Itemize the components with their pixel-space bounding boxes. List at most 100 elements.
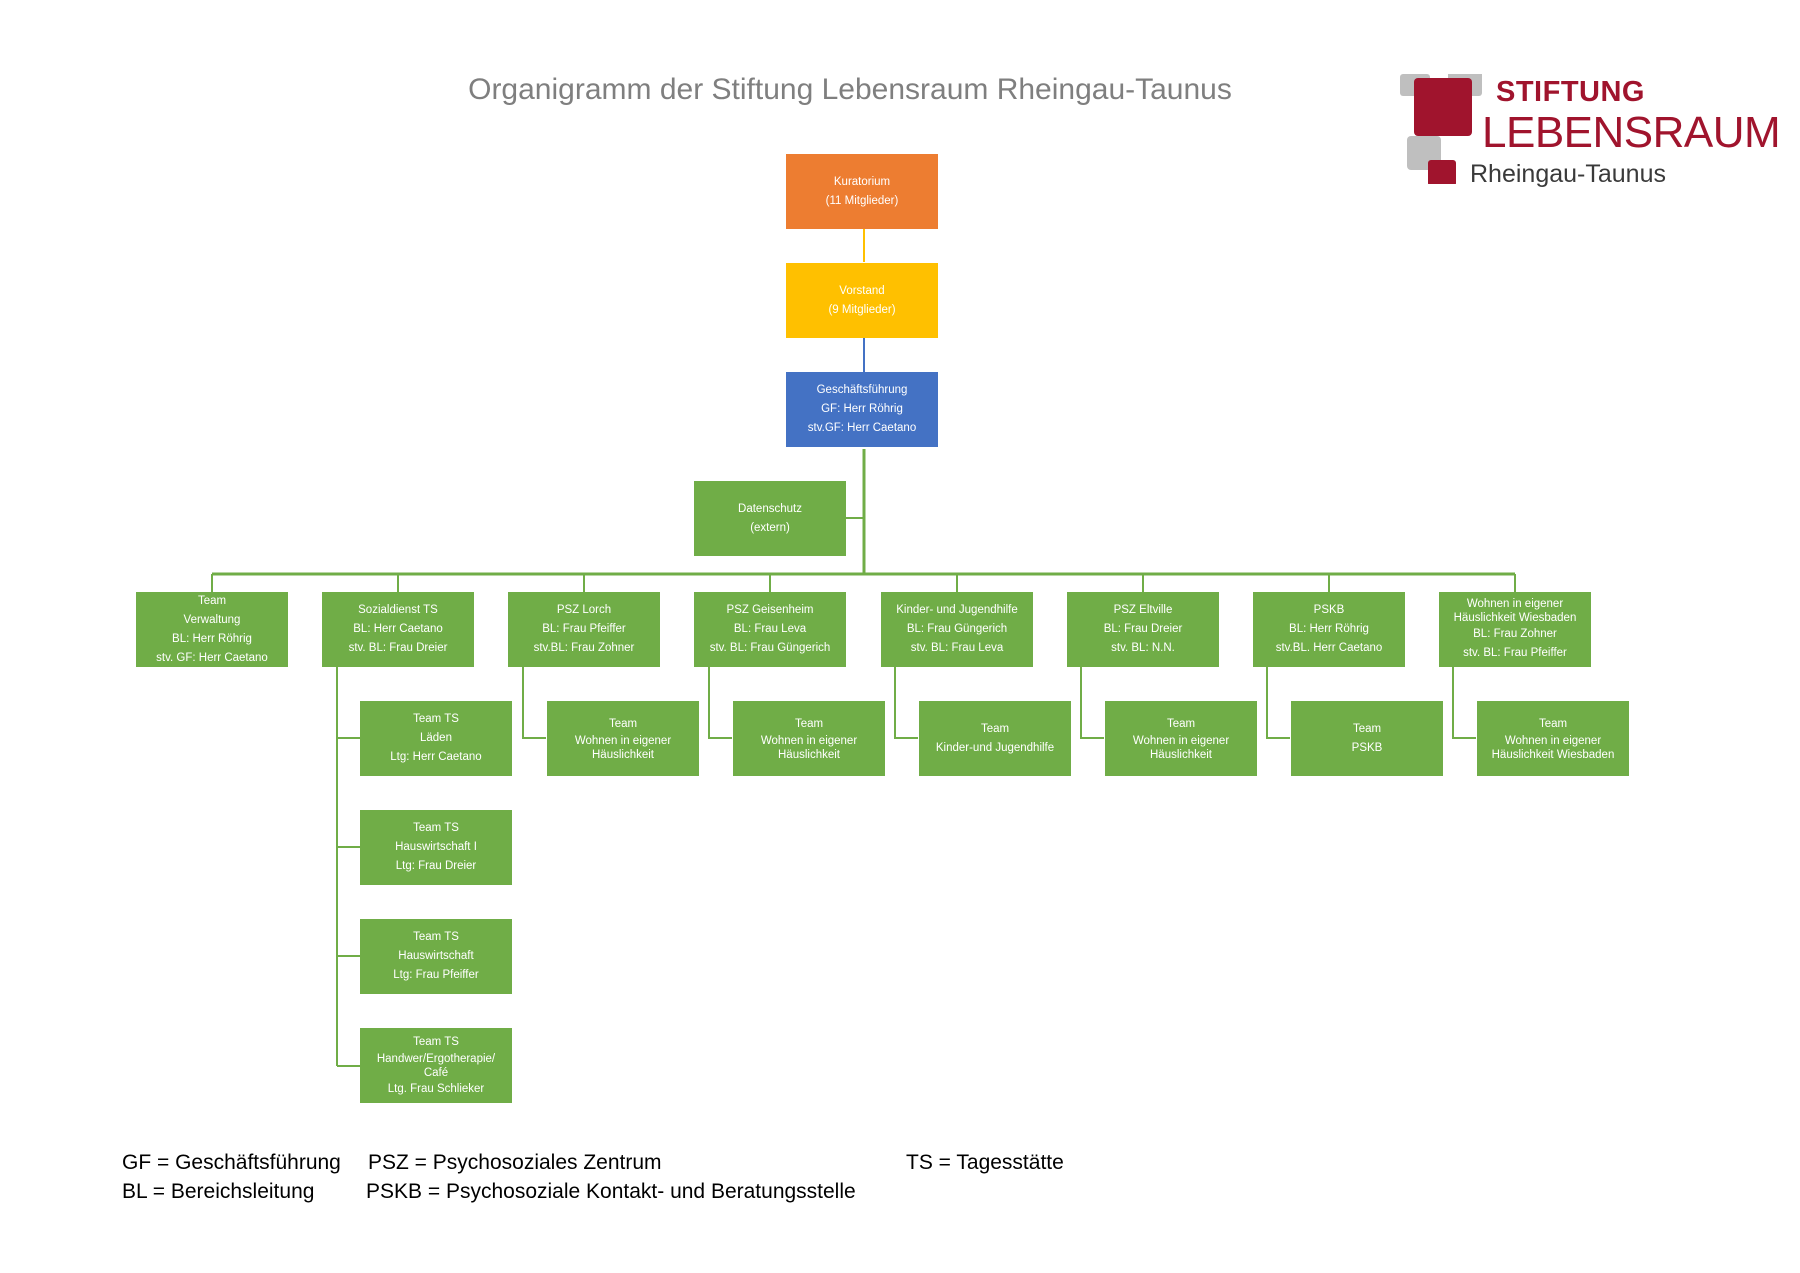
- box-line: BL: Herr Röhrig: [1289, 623, 1369, 635]
- page-title: Organigramm der Stiftung Lebensraum Rhei…: [468, 73, 1232, 106]
- box-line: BL: Herr Röhrig: [172, 632, 252, 645]
- box-line: Team: [197, 594, 227, 607]
- box-dept-wohnen-wiesbaden: Wohnen in eigener Häuslichkeit Wiesbaden…: [1439, 592, 1591, 667]
- box-dept-kinder-jugendhilfe: Kinder- und Jugendhilfe BL: Frau Güngeri…: [881, 592, 1033, 667]
- box-dept-psz-lorch: PSZ Lorch BL: Frau Pfeiffer stv.BL: Frau…: [508, 592, 660, 667]
- box-line: PSZ Eltville: [1113, 604, 1173, 616]
- box-line: Häuslichkeit: [592, 749, 654, 761]
- box-dept-pskb: PSKB BL: Herr Röhrig stv.BL. Herr Caetan…: [1253, 592, 1405, 667]
- box-line: PSZ Geisenheim: [726, 604, 814, 616]
- box-line: stv. BL: N.N.: [1111, 642, 1175, 654]
- box-line: stv.GF: Herr Caetano: [807, 422, 917, 434]
- box-line: Häuslichkeit Wiesbaden: [1491, 749, 1615, 761]
- box-line: Ltg. Frau Schlieker: [387, 1082, 485, 1095]
- box-line: Läden: [420, 732, 452, 744]
- box-line: BL: Frau Dreier: [1103, 623, 1183, 635]
- box-ts-hauswirtschaft-1: Team TS Hauswirtschaft I Ltg: Frau Dreie…: [360, 810, 512, 885]
- box-line: Team: [1352, 722, 1382, 735]
- box-vorstand: Vorstand (9 Mitglieder): [786, 263, 938, 338]
- box-line: Handwer/Ergotherapie/: [376, 1052, 496, 1065]
- box-line: GF: Herr Röhrig: [821, 403, 903, 415]
- box-line: Team: [608, 718, 638, 730]
- legend-bl: BL = Bereichsleitung: [122, 1180, 315, 1203]
- box-kuratorium: Kuratorium (11 Mitglieder): [786, 154, 938, 229]
- box-line: Hauswirtschaft: [398, 950, 474, 962]
- box-ts-laeden: Team TS Läden Ltg: Herr Caetano: [360, 701, 512, 776]
- box-team-pskb: Team PSKB: [1291, 701, 1443, 776]
- stiftung-logo: STIFTUNG LEBENSRAUM Rheingau-Taunus: [1400, 74, 1781, 194]
- box-line: Vorstand: [839, 284, 885, 297]
- box-line: Häuslichkeit Wiesbaden: [1453, 611, 1577, 624]
- box-line: Team: [1538, 718, 1568, 730]
- box-ts-hauswirtschaft: Team TS Hauswirtschaft Ltg: Frau Pfeiffe…: [360, 919, 512, 994]
- box-line: BL: Frau Zohner: [1473, 627, 1557, 640]
- box-team-kinder-jugendhilfe: Team Kinder-und Jugendhilfe: [919, 701, 1071, 776]
- connector-ts-tree: [336, 666, 360, 1067]
- box-dept-psz-eltville: PSZ Eltville BL: Frau Dreier stv. BL: N.…: [1067, 592, 1219, 667]
- box-line: stv. BL: Frau Dreier: [348, 642, 448, 654]
- box-line: Geschäftsführung: [816, 384, 908, 396]
- box-line: BL: Herr Caetano: [353, 623, 443, 635]
- box-line: Häuslichkeit: [1150, 749, 1212, 761]
- box-line: Häuslichkeit: [778, 749, 840, 761]
- box-line: stv. BL: Frau Güngerich: [709, 642, 831, 654]
- box-line: BL: Frau Leva: [733, 623, 807, 635]
- logo-text-stiftung: STIFTUNG: [1496, 76, 1645, 108]
- legend-gf: GF = Geschäftsführung: [122, 1151, 341, 1174]
- box-line: Verwaltung: [183, 613, 241, 626]
- box-dept-verwaltung: Team Verwaltung BL: Herr Röhrig stv. GF:…: [136, 592, 288, 667]
- box-line: stv. BL: Frau Leva: [910, 642, 1004, 654]
- box-ts-handwerk-ergotherapie-cafe: Team TS Handwer/Ergotherapie/ Café Ltg. …: [360, 1028, 512, 1103]
- box-datenschutz: Datenschutz (extern): [694, 481, 846, 556]
- box-line: Team TS: [413, 822, 459, 834]
- box-line: Wohnen in eigener: [1504, 735, 1602, 747]
- connector-drops: [211, 574, 1516, 592]
- legend-pskb: PSKB = Psychosoziale Kontakt- und Beratu…: [366, 1180, 856, 1203]
- box-team-wohnen-wiesbaden: Team Wohnen in eigener Häuslichkeit Wies…: [1477, 701, 1629, 776]
- box-line: stv.BL. Herr Caetano: [1275, 642, 1383, 654]
- box-line: Team: [794, 718, 824, 730]
- box-line: Ltg: Frau Pfeiffer: [393, 969, 479, 981]
- connector-team-elbows: [522, 666, 1476, 739]
- box-line: Sozialdienst TS: [358, 604, 438, 616]
- box-line: PSKB: [1351, 741, 1383, 754]
- box-line: Wohnen in eigener: [1466, 597, 1564, 610]
- box-dept-psz-geisenheim: PSZ Geisenheim BL: Frau Leva stv. BL: Fr…: [694, 592, 846, 667]
- box-line: Kuratorium: [833, 175, 891, 188]
- box-line: stv. BL: Frau Pfeiffer: [1463, 646, 1567, 659]
- box-line: Kinder-und Jugendhilfe: [935, 741, 1055, 754]
- box-geschaeftsfuehrung: Geschäftsführung GF: Herr Röhrig stv.GF:…: [786, 372, 938, 447]
- box-line: (extern): [750, 521, 790, 534]
- legend-psz: PSZ = Psychosoziales Zentrum: [368, 1151, 662, 1174]
- legend-ts: TS = Tagesstätte: [906, 1151, 1064, 1174]
- box-line: Team TS: [413, 1035, 459, 1048]
- box-line: Hauswirtschaft I: [395, 841, 477, 853]
- box-line: BL: Frau Pfeiffer: [542, 623, 626, 635]
- box-line: Team: [980, 722, 1010, 735]
- box-line: Wohnen in eigener: [1132, 735, 1230, 747]
- box-line: (9 Mitglieder): [828, 303, 896, 316]
- box-line: Kinder- und Jugendhilfe: [896, 604, 1018, 616]
- box-dept-sozialdienst-ts: Sozialdienst TS BL: Herr Caetano stv. BL…: [322, 592, 474, 667]
- box-line: Datenschutz: [738, 502, 802, 515]
- box-line: BL: Frau Güngerich: [906, 623, 1008, 635]
- box-line: (11 Mitglieder): [825, 194, 899, 207]
- box-team-psz-lorch: Team Wohnen in eigener Häuslichkeit: [547, 701, 699, 776]
- logo-squares-icon: [1400, 74, 1482, 184]
- box-line: Team: [1166, 718, 1196, 730]
- box-line: Café: [423, 1066, 449, 1079]
- box-line: Team TS: [413, 713, 459, 725]
- logo-text-lebensraum: LEBENSRAUM: [1482, 108, 1781, 157]
- box-line: stv.BL: Frau Zohner: [533, 642, 635, 654]
- box-line: PSKB: [1313, 604, 1345, 616]
- box-line: Wohnen in eigener: [574, 735, 672, 747]
- box-line: Ltg: Frau Dreier: [395, 860, 477, 872]
- box-team-psz-eltville: Team Wohnen in eigener Häuslichkeit: [1105, 701, 1257, 776]
- logo-text-region: Rheingau-Taunus: [1470, 160, 1666, 188]
- box-team-psz-geisenheim: Team Wohnen in eigener Häuslichkeit: [733, 701, 885, 776]
- box-line: PSZ Lorch: [556, 604, 612, 616]
- box-line: Wohnen in eigener: [760, 735, 858, 747]
- box-line: Team TS: [413, 931, 459, 943]
- box-line: stv. GF: Herr Caetano: [156, 651, 268, 664]
